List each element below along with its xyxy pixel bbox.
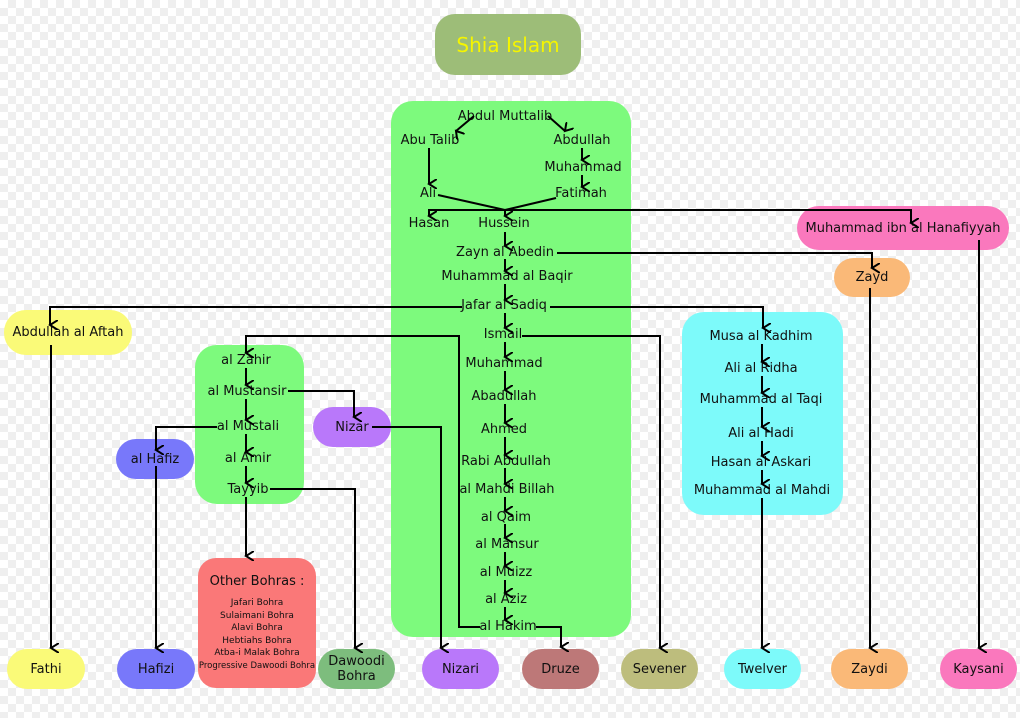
node-aftah: Abdullah al Aftah — [4, 310, 132, 355]
node-zayn-al-abedin: Zayn al Abedin — [456, 245, 554, 260]
node-hasan-al-askari: Hasan al Askari — [710, 455, 812, 470]
branch-dawoodi-bohra: Dawoodi Bohra — [318, 649, 395, 689]
node-al-mustansir: al Mustansir — [207, 384, 287, 399]
branch-druze: Druze — [522, 649, 599, 689]
node-ali-al-hadi: Ali al Hadi — [728, 426, 794, 441]
node-fatimah: Fatimah — [555, 186, 607, 201]
branch-twelver: Twelver — [724, 649, 801, 689]
node-ali-al-ridha: Ali al Ridha — [724, 361, 798, 376]
node-ali: Ali — [419, 186, 437, 201]
branch-kaysani: Kaysani — [940, 649, 1017, 689]
branch-sevener: Sevener — [621, 649, 698, 689]
node-muhammad-al-taqi: Muhammad al Taqi — [699, 392, 823, 407]
other-bohras-box: Other Bohras : Jafari Bohra Sulaimani Bo… — [198, 558, 316, 688]
node-al-aziz: al Aziz — [485, 592, 527, 607]
branch-zaydi: Zaydi — [831, 649, 908, 689]
node-muhammad-al-baqir: Muhammad al Baqir — [441, 269, 573, 284]
branch-fathi: Fathi — [7, 649, 85, 689]
node-al-zahir: al Zahir — [221, 353, 271, 368]
node-ismail: Ismail — [483, 327, 523, 342]
node-al-hafiz: al Hafiz — [116, 439, 194, 479]
node-zayd: Zayd — [834, 258, 910, 297]
node-al-mahdi-billah: al Mahdi Billah — [459, 482, 555, 497]
node-abadullah: Abadullah — [471, 389, 537, 404]
branch-nizari: Nizari — [422, 649, 499, 689]
branch-hafizi: Hafizi — [117, 649, 195, 689]
node-muhammad: Muhammad — [544, 160, 622, 175]
bohra-item: Alavi Bohra — [231, 623, 283, 633]
node-hasan: Hasan — [408, 216, 450, 231]
node-musa-al-kadhim: Musa al Kadhim — [709, 329, 813, 344]
node-rabi-abdullah: Rabi Abdullah — [461, 454, 551, 469]
node-al-mustali: al Mustali — [216, 419, 280, 434]
bohra-item: Hebtiahs Bohra — [222, 635, 292, 646]
node-hanafiyyah: Muhammad ibn al Hanafiyyah — [797, 206, 1009, 250]
node-abu-talib: Abu Talib — [400, 133, 460, 148]
node-al-mansur: al Mansur — [475, 537, 539, 552]
bohra-item: Atba-i Malak Bohra — [214, 648, 300, 658]
node-muhammad-al-mahdi: Muhammad al Mahdi — [693, 483, 831, 498]
node-al-amir: al Amir — [224, 451, 272, 466]
node-jafar-al-sadiq: Jafar al Sadiq — [461, 298, 547, 313]
node-muhammad-ibn-ismail: Muhammad — [465, 356, 543, 371]
node-al-hakim: al Hakim — [479, 619, 537, 634]
diagram-title: Shia Islam — [435, 14, 581, 75]
other-bohras-title: Other Bohras : — [209, 574, 305, 589]
node-ahmed: Ahmed — [480, 422, 528, 437]
node-hussein: Hussein — [478, 216, 530, 231]
node-tayyib: Tayyib — [227, 482, 269, 497]
bohra-item: Progressive Dawoodi Bohra — [198, 660, 316, 671]
bohra-item: Sulaimani Bohra — [220, 610, 294, 621]
node-al-muizz: al Muizz — [479, 565, 533, 580]
node-abdullah: Abdullah — [553, 133, 611, 148]
node-nizar: Nizar — [313, 407, 391, 447]
node-abdul-muttalib: Abdul Muttalib — [457, 109, 553, 124]
bohra-item: Jafari Bohra — [230, 598, 284, 608]
node-al-qaim: al Qaim — [480, 510, 532, 525]
